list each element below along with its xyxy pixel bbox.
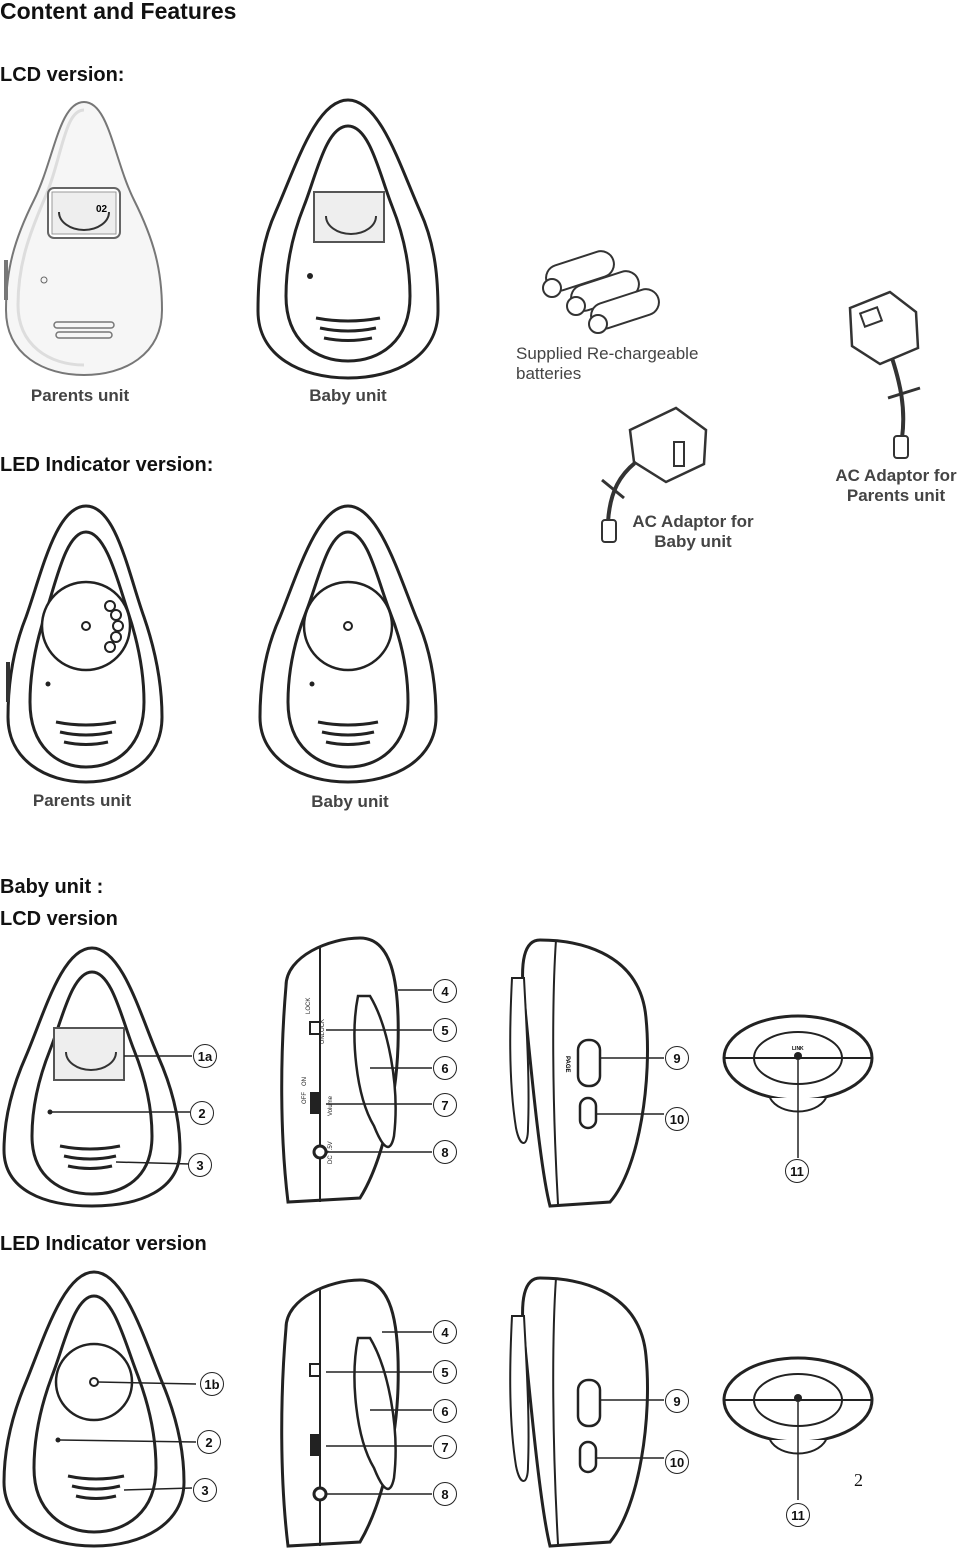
baby-led-top-illustration (722, 1356, 874, 1500)
label-dc: DC 7.5V (328, 1141, 334, 1164)
baby-lcd-front-illustration (2, 946, 192, 1208)
callout-5: 5 (433, 1360, 457, 1384)
callout-1b: 1b (200, 1372, 224, 1396)
baby-unit-led-illustration (258, 504, 438, 784)
callout-9: 9 (665, 1046, 689, 1070)
callout-10: 10 (665, 1107, 689, 1131)
batteries-illustration (542, 250, 660, 334)
label-unlock: UNLOCK (320, 1019, 326, 1044)
callout-4: 4 (433, 979, 457, 1003)
callout-6: 6 (433, 1399, 457, 1423)
callout-7: 7 (433, 1435, 457, 1459)
callout-2: 2 (197, 1430, 221, 1454)
callout-11: 11 (785, 1159, 809, 1183)
callout-3: 3 (188, 1153, 212, 1177)
baby-led-side-left-illustration (280, 1278, 432, 1548)
baby-led-side-right-illustration (509, 1276, 664, 1548)
caption-parents-unit-lcd: Parents unit (30, 386, 130, 405)
page-number: 2 (854, 1470, 863, 1490)
callout-10: 10 (665, 1450, 689, 1474)
page-title: Content and Features (0, 0, 237, 24)
label-page: PAGE (564, 1056, 570, 1073)
callout-1a: 1a (193, 1044, 217, 1068)
caption-batteries: Supplied Re-chargeable batteries (516, 344, 699, 383)
parents-unit-led-illustration (6, 504, 164, 784)
caption-baby-unit-lcd: Baby unit (309, 386, 387, 405)
led-version-heading: LED Indicator version: (0, 454, 214, 476)
lcd-version-heading: LCD version: (0, 64, 125, 86)
baby-unit-lcd-illustration (256, 98, 440, 380)
label-on: ON (302, 1077, 308, 1086)
callout-4: 4 (433, 1320, 457, 1344)
callout-8: 8 (433, 1482, 457, 1506)
parents-unit-lcd-illustration: 02 (4, 100, 164, 377)
callout-6: 6 (433, 1056, 457, 1080)
baby-lcd-top-illustration: LINK (722, 1014, 874, 1158)
callout-7: 7 (433, 1093, 457, 1117)
label-link: LINK (792, 1046, 804, 1052)
ac-adaptor-parents-illustration (848, 290, 921, 459)
caption-baby-unit-led: Baby unit (311, 792, 389, 811)
label-volume: Volume (328, 1095, 334, 1116)
label-off: OFF (302, 1092, 308, 1104)
ac-adaptor-baby-illustration (601, 406, 708, 543)
callout-8: 8 (433, 1140, 457, 1164)
baby-led-heading: LED Indicator version (0, 1233, 207, 1255)
callout-11: 11 (786, 1503, 810, 1527)
callout-3: 3 (193, 1478, 217, 1502)
caption-ac-baby: AC Adaptor for Baby unit (632, 512, 754, 551)
callout-9: 9 (665, 1389, 689, 1413)
label-lock: LOCK (306, 998, 312, 1014)
callout-2: 2 (190, 1101, 214, 1125)
baby-lcd-side-left-illustration: LOCK UNLOCK OFF ON Volume DC 7.5V (280, 936, 432, 1204)
baby-lcd-side-right-illustration: PAGE (509, 938, 664, 1208)
baby-unit-heading: Baby unit : (0, 876, 104, 898)
baby-led-front-illustration (2, 1270, 197, 1548)
caption-parents-unit-led: Parents unit (32, 791, 132, 810)
callout-5: 5 (433, 1018, 457, 1042)
lcd-readout: 02 (96, 204, 108, 215)
baby-lcd-heading: LCD version (0, 908, 118, 930)
caption-ac-parents: AC Adaptor for Parents unit (835, 466, 957, 505)
